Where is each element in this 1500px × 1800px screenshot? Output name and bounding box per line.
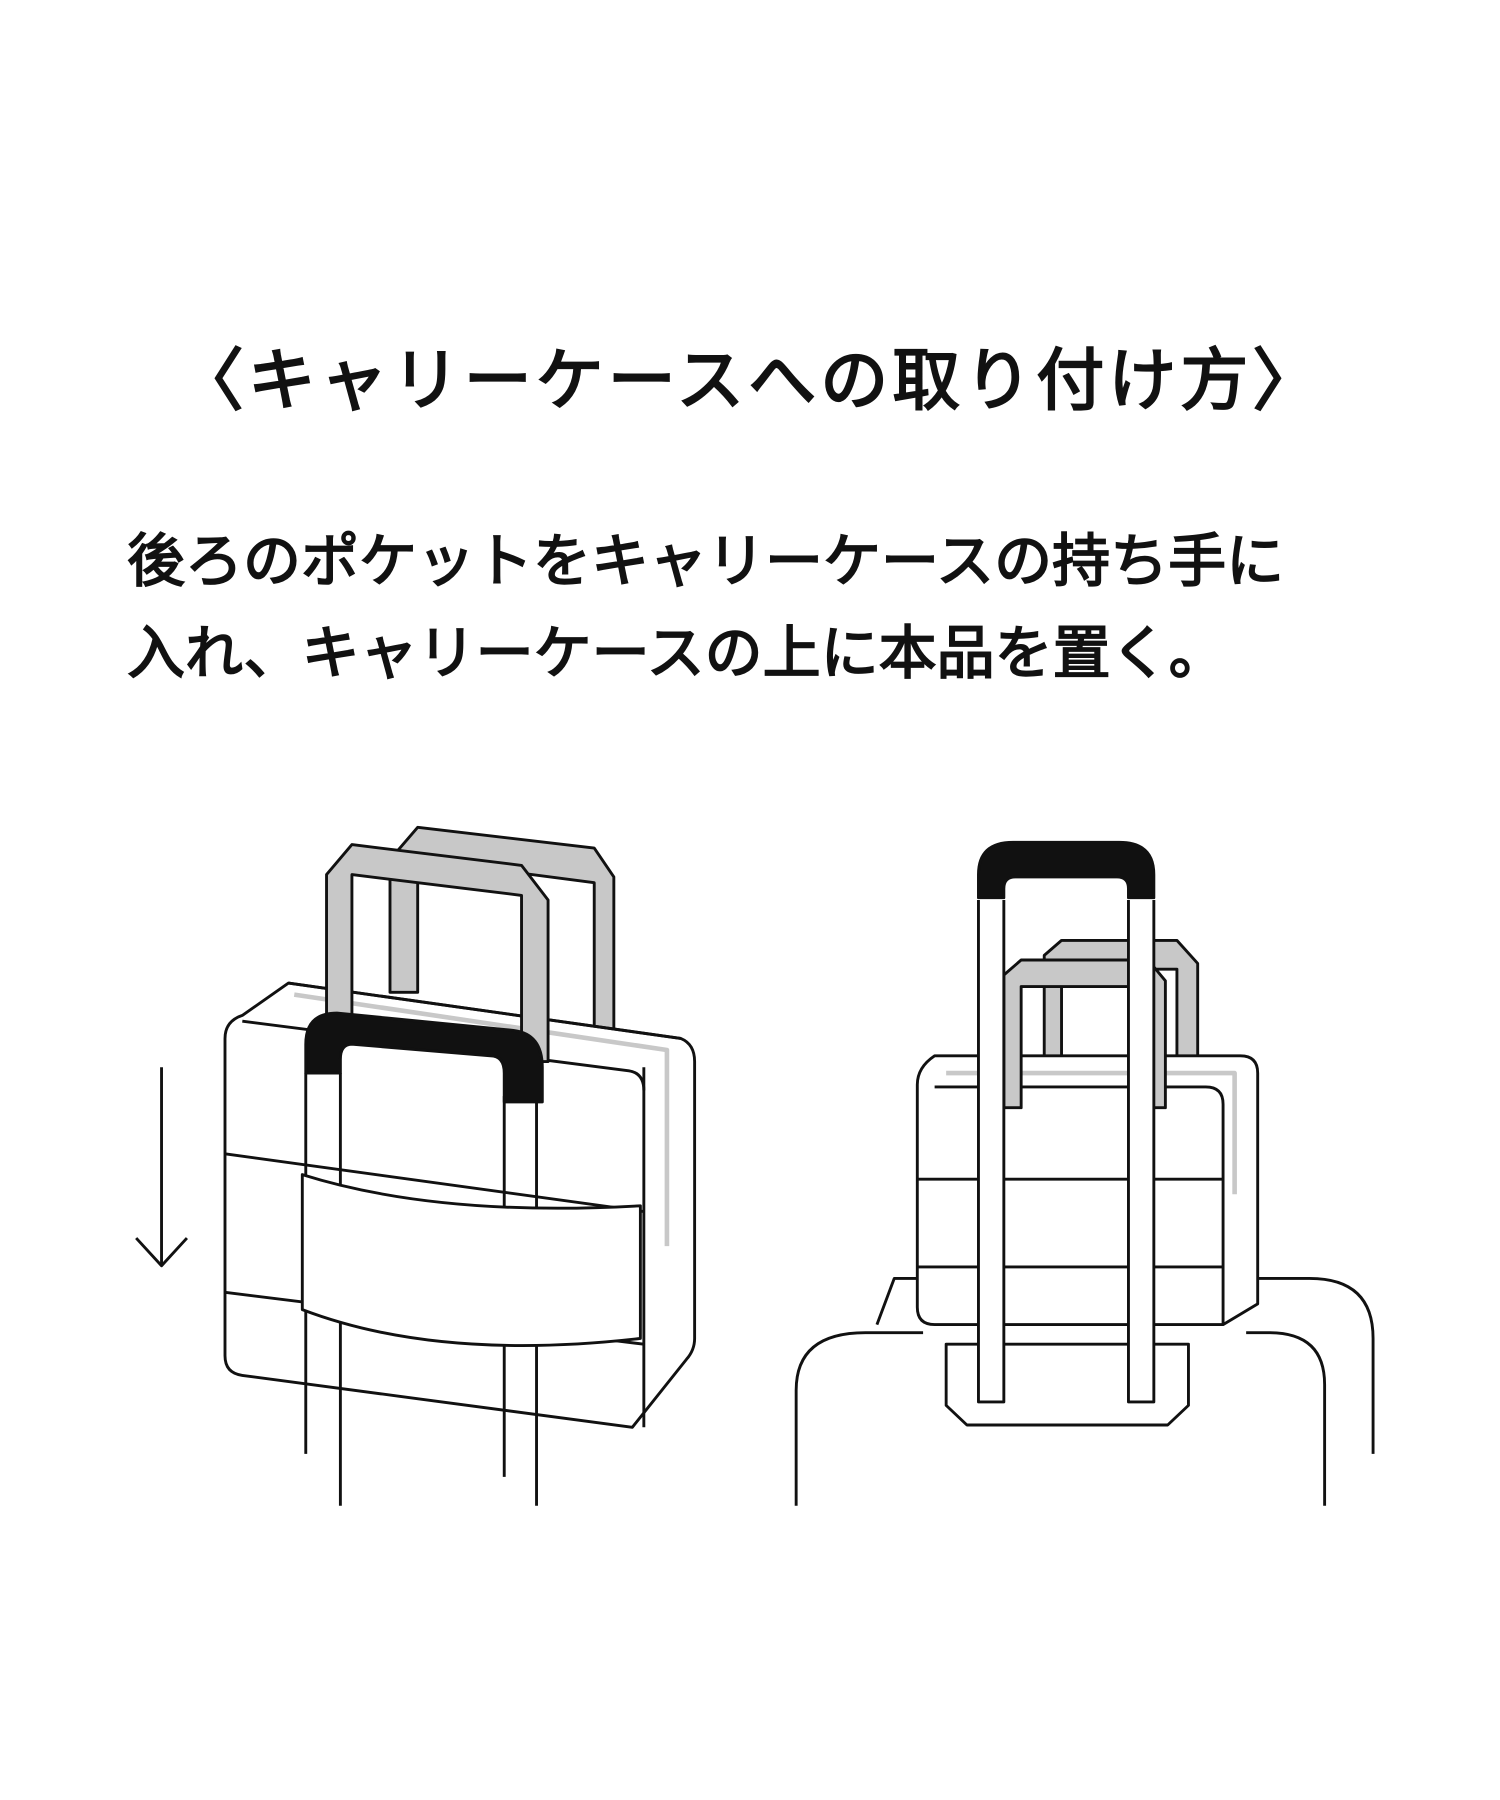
page-title: 〈キャリーケースへの取り付け方〉 [175,342,1325,421]
bag-on-suitcase-illustration [794,840,1375,1506]
arrow-down-icon [135,1067,188,1268]
instruction-line-2: 入れ、キャリーケースの上に本品を置く。 [127,619,1227,687]
bag-inserting-illustration [135,825,697,1506]
instruction-text: 後ろのポケットをキャリーケースの持ち手に 入れ、キャリーケースの上に本品を置く。 [127,515,1427,699]
instruction-line-1: 後ろのポケットをキャリーケースの持ち手に [127,527,1285,595]
